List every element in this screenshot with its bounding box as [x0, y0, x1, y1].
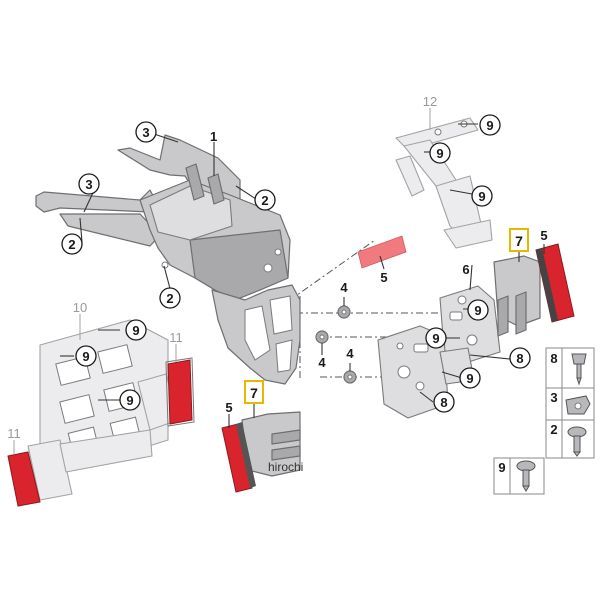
- callout-9-c: 9: [478, 189, 485, 204]
- clip-nut-icon: [565, 395, 591, 415]
- callout-labels: 1 3 3 2 2 2 10 11 11 12 9 9 9 9 9 9 9 9 …: [7, 94, 547, 441]
- reflector-left-part: [221, 423, 253, 493]
- reflector-bottom-left-part: [7, 451, 41, 507]
- legend-number-3: 3: [550, 390, 557, 405]
- callout-markers: [61, 114, 531, 413]
- callout-9-f: 9: [466, 371, 473, 386]
- reflector-mid-frame: [165, 357, 195, 427]
- rear-frame-part: [35, 134, 301, 385]
- callout-9-i: 9: [126, 393, 133, 408]
- reflector-mid-part: [167, 359, 193, 425]
- reflector-left-edge: [236, 422, 256, 488]
- callout-3-left: 3: [85, 177, 92, 192]
- watermark-text: hirochi: [268, 460, 303, 474]
- callout-9-b: 9: [436, 146, 443, 161]
- hardware-legend: 8 3 2 9: [493, 347, 595, 495]
- reflector-holder-left-part: [241, 411, 301, 477]
- callout-12: 12: [423, 94, 437, 109]
- callout-7-right: 7: [515, 233, 523, 249]
- callout-5-top: 5: [380, 270, 387, 285]
- callout-9-h: 9: [82, 349, 89, 364]
- callout-5-right: 5: [540, 228, 547, 243]
- legend-number-9: 9: [498, 460, 505, 475]
- callout-2-left: 2: [68, 237, 75, 252]
- highlight-box-right: [509, 228, 529, 252]
- highlight-box-left: [244, 380, 264, 404]
- licence-plate-bracket-part: [27, 319, 179, 501]
- callout-9-a: 9: [486, 118, 493, 133]
- callout-7-left: 7: [250, 385, 258, 401]
- reflector-top-part: [357, 235, 407, 269]
- callout-10: 10: [73, 300, 87, 315]
- callout-8-bottom: 8: [440, 395, 447, 410]
- legend-number-8: 8: [550, 351, 557, 366]
- callout-2-bottom: 2: [166, 291, 173, 306]
- callout-4-mid: 4: [318, 355, 326, 370]
- reflector-right-edge: [536, 248, 558, 322]
- hex-screw-icon: [567, 426, 587, 457]
- callout-2-right: 2: [261, 193, 268, 208]
- callout-5-left: 5: [225, 400, 232, 415]
- callout-4-top: 4: [340, 280, 348, 295]
- torx-screw-icon: [516, 460, 536, 492]
- reflector-holder-right-part: [493, 255, 541, 337]
- callout-3-top: 3: [142, 125, 149, 140]
- callout-11-left: 11: [7, 426, 21, 441]
- callout-4-bottom: 4: [346, 346, 354, 361]
- callout-9-g: 9: [132, 323, 139, 338]
- leader-lines: [13, 108, 545, 454]
- legend-number-2: 2: [550, 422, 557, 437]
- callout-9-e: 9: [432, 331, 439, 346]
- callout-11-mid: 11: [169, 330, 183, 345]
- pin-icon: [571, 353, 587, 386]
- legend-row-2: [545, 419, 595, 459]
- callout-1: 1: [210, 129, 217, 144]
- callout-9-d: 9: [474, 303, 481, 318]
- upper-bracket-part: [395, 117, 493, 249]
- callout-6: 6: [462, 262, 469, 277]
- callout-8-right: 8: [516, 351, 523, 366]
- nut-parts: [315, 305, 357, 384]
